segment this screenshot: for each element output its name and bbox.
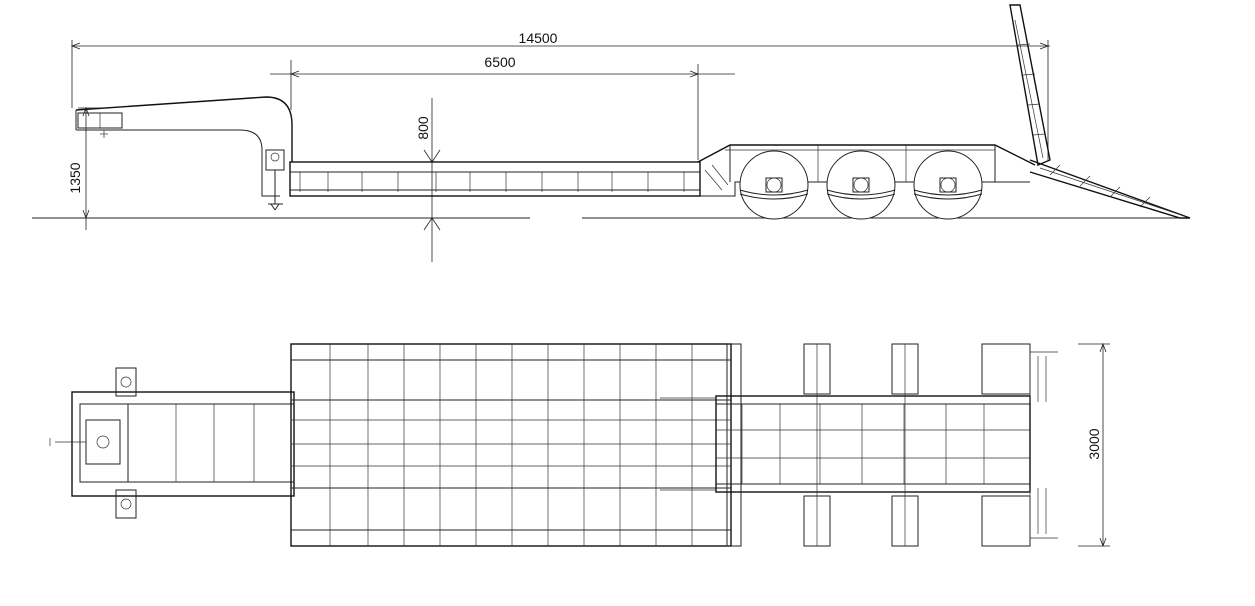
dimension-overall-width: 3000 xyxy=(1078,342,1110,548)
top-view: 3000 xyxy=(49,342,1110,548)
dimension-gooseneck-height: 1350 xyxy=(67,106,110,230)
top-gooseneck xyxy=(49,367,295,519)
wheel-3 xyxy=(913,150,983,220)
rear-frame xyxy=(697,144,1036,197)
deck-crossmembers xyxy=(329,344,693,546)
dimension-overall-length: 14500 xyxy=(70,30,1050,160)
wheel-2 xyxy=(826,150,896,220)
ramp-lowered xyxy=(1029,159,1191,219)
top-ramp xyxy=(1029,351,1058,539)
wheel-group xyxy=(739,150,983,220)
gooseneck-height-label: 1350 xyxy=(67,162,83,193)
overall-width-label: 3000 xyxy=(1086,428,1102,459)
top-rear-frame xyxy=(660,395,1031,493)
axle-1 xyxy=(726,343,742,547)
dimension-deck-length: 6500 xyxy=(270,54,735,160)
top-axles xyxy=(726,343,1031,547)
deck-length-label: 6500 xyxy=(484,54,515,70)
deck-height-label: 800 xyxy=(415,116,431,140)
side-view: 14500 6500 800 1350 xyxy=(32,4,1191,262)
top-deck xyxy=(290,343,732,547)
wheel-1 xyxy=(739,150,809,220)
lowered-deck xyxy=(289,161,701,197)
deck-stake-pockets xyxy=(299,172,685,192)
dimension-deck-height: 800 xyxy=(415,98,441,262)
gooseneck xyxy=(75,96,293,211)
overall-length-label: 14500 xyxy=(519,30,558,46)
ramp-raised xyxy=(1009,4,1051,166)
